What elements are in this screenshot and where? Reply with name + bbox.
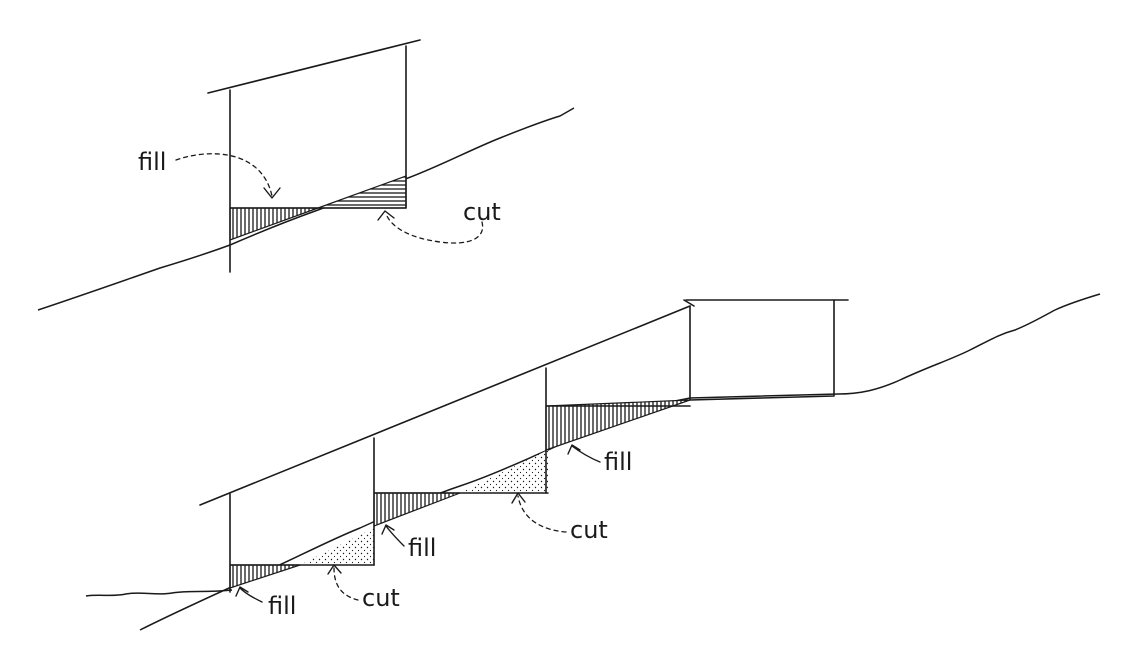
bottom-section: fill cut fill cut fill bbox=[85, 293, 1101, 631]
bottom-cut-1-leader bbox=[333, 567, 359, 601]
top-cut-label: cut bbox=[463, 198, 501, 226]
bottom-cut-2-region bbox=[460, 450, 548, 493]
bottom-step-3 bbox=[545, 367, 691, 494]
bottom-cut-2-arrowhead bbox=[511, 492, 526, 504]
top-fill-label: fill bbox=[138, 148, 166, 176]
bottom-cut-1-region bbox=[300, 528, 374, 565]
bottom-cut-1-arrowhead bbox=[327, 564, 342, 575]
bottom-ground-slope bbox=[139, 393, 839, 631]
bottom-cut-1-label: cut bbox=[362, 584, 400, 612]
top-ground-line bbox=[37, 107, 575, 311]
bottom-ground-left bbox=[85, 589, 233, 597]
bottom-roof-line bbox=[199, 299, 849, 506]
top-fill-leader bbox=[175, 153, 273, 197]
bottom-fill-3-label: fill bbox=[604, 448, 632, 476]
bottom-fill-3-arrow bbox=[567, 444, 601, 463]
bottom-fill-1-label: fill bbox=[268, 592, 296, 620]
bottom-fill-1-arrow bbox=[235, 586, 263, 603]
top-building-outline bbox=[207, 39, 421, 273]
bottom-step-1 bbox=[229, 493, 375, 593]
bottom-step-2 bbox=[373, 437, 549, 566]
bottom-cut-2-leader bbox=[517, 495, 567, 533]
top-section: fill cut bbox=[37, 39, 575, 311]
bottom-fill-2-arrow bbox=[381, 524, 405, 547]
bottom-fill-1-region bbox=[229, 564, 301, 589]
bottom-fill-2-region bbox=[373, 492, 461, 527]
bottom-step-4 bbox=[689, 299, 835, 401]
top-cut-leader bbox=[385, 213, 484, 244]
bottom-fill-2-label: fill bbox=[408, 534, 436, 562]
top-fill-arrowhead bbox=[263, 187, 281, 199]
top-cut-region bbox=[317, 175, 407, 209]
top-cut-arrowhead bbox=[377, 210, 395, 221]
bottom-cut-2-label: cut bbox=[570, 516, 608, 544]
bottom-fill-3-region bbox=[545, 399, 691, 451]
top-fill-region bbox=[229, 207, 319, 241]
bottom-ground-right bbox=[837, 293, 1101, 395]
bottom-roof-tick bbox=[683, 299, 695, 307]
